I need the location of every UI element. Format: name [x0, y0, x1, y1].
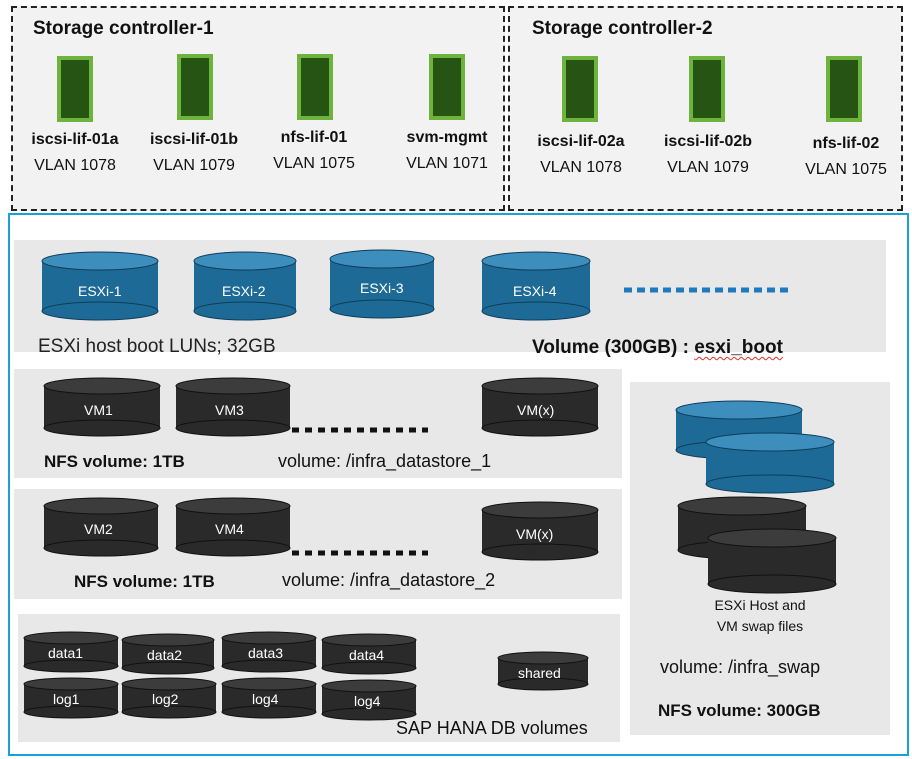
- lif-name: svm-mgmt: [406, 129, 488, 146]
- storage-controller-2: Storage controller-2 iscsi-lif-02a VLAN …: [508, 6, 903, 211]
- hana-data-disk-icon: [321, 633, 417, 675]
- vm-label: VM(x): [516, 526, 554, 542]
- lif-port-icon: [826, 56, 862, 122]
- lun-label: ESXi-4: [513, 283, 557, 299]
- lif-vlan: VLAN 1079: [667, 159, 749, 176]
- hana-log-label: log2: [152, 691, 179, 707]
- hana-log-disk-icon: [221, 677, 317, 719]
- lun-cylinder-icon: [41, 251, 159, 321]
- datastore-1-volume: volume: /infra_datastore_1: [278, 451, 492, 471]
- boot-volume-name: esxi_boot: [694, 337, 783, 358]
- swap-disk-icon: [705, 432, 835, 494]
- vm-label: VM3: [215, 402, 244, 418]
- hana-log-label: log1: [53, 691, 80, 707]
- storage-controller-1: Storage controller-1 iscsi-lif-01a VLAN …: [11, 6, 505, 211]
- lif-vlan: VLAN 1075: [273, 155, 355, 172]
- datastore-2-volume: volume: /infra_datastore_2: [282, 570, 496, 590]
- vm-disk-icon: [175, 497, 291, 557]
- hana-data-disk-icon: [121, 633, 215, 675]
- hana-data-label: data3: [248, 645, 284, 661]
- datastore-1-size: NFS volume: 1TB: [44, 452, 185, 471]
- lif-name: nfs-lif-02: [812, 135, 880, 152]
- vm-disk-icon: [43, 377, 161, 437]
- vm-disk-icon: [43, 497, 159, 557]
- swap-caption-line1: ESXi Host and: [714, 597, 806, 613]
- boot-lun-caption: ESXi host boot LUNs; 32GB: [38, 336, 276, 357]
- lif-name: iscsi-lif-02b: [663, 133, 753, 150]
- lif-name: iscsi-lif-02a: [537, 133, 625, 150]
- swap-volume: volume: /infra_swap: [660, 657, 821, 677]
- lun-cylinder-icon: [329, 249, 435, 319]
- lun-cylinder-icon: [193, 251, 297, 321]
- vm-label: VM2: [84, 521, 113, 537]
- lif-port-icon: [57, 56, 93, 122]
- vm-disk-icon: [175, 377, 291, 437]
- vm-label: VM(x): [517, 402, 555, 418]
- hana-data-label: data2: [147, 647, 183, 663]
- hana-data-disk-icon: [221, 631, 317, 673]
- hana-log-disk-icon: [321, 679, 417, 721]
- vm-disk-icon: [481, 377, 599, 437]
- hana-log-disk-icon: [121, 677, 217, 719]
- lif-port-icon: [689, 56, 725, 122]
- swap-size: NFS volume: 300GB: [658, 701, 821, 720]
- lun-label: ESXi-3: [360, 280, 404, 296]
- swap-disk-icon: [707, 528, 837, 594]
- hana-log-label: log4: [252, 691, 279, 707]
- lun-label: ESXi-2: [222, 283, 266, 299]
- hana-shared-disk-icon: [497, 651, 589, 691]
- boot-volume-size: Volume (300GB) :: [532, 337, 695, 358]
- lif-vlan: VLAN 1075: [805, 161, 887, 178]
- lif-name: iscsi-lif-01a: [31, 131, 119, 148]
- controller-title: Storage controller-1: [33, 18, 214, 39]
- controller-title: Storage controller-2: [532, 18, 713, 39]
- swap-caption-line2: VM swap files: [716, 618, 804, 634]
- boot-volume-label: Volume (300GB) : esxi_boot: [532, 337, 783, 359]
- lif-port-icon: [177, 54, 213, 120]
- hana-log-disk-icon: [23, 677, 119, 719]
- vm-disk-icon: [481, 501, 599, 561]
- boot-lun-panel: [14, 240, 886, 352]
- hana-shared-label: shared: [518, 665, 561, 681]
- lun-label: ESXi-1: [78, 283, 122, 299]
- vm-label: VM1: [84, 402, 113, 418]
- lif-name: nfs-lif-01: [280, 129, 348, 146]
- lif-vlan: VLAN 1079: [153, 157, 235, 174]
- hana-data-label: data4: [349, 647, 385, 663]
- lif-vlan: VLAN 1078: [540, 159, 622, 176]
- lif-port-icon: [562, 56, 598, 122]
- vm-label: VM4: [215, 521, 244, 537]
- lif-port-icon: [297, 54, 333, 120]
- lif-name: iscsi-lif-01b: [149, 131, 239, 148]
- lif-port-icon: [429, 54, 465, 120]
- lun-cylinder-icon: [481, 251, 591, 321]
- hana-data-disk-icon: [23, 631, 119, 673]
- lif-vlan: VLAN 1071: [406, 155, 488, 172]
- datastore-2-size: NFS volume: 1TB: [74, 572, 215, 591]
- hana-log-label: log4: [354, 693, 381, 709]
- hana-caption: SAP HANA DB volumes: [396, 718, 588, 738]
- hana-data-label: data1: [48, 645, 84, 661]
- lif-vlan: VLAN 1078: [34, 157, 116, 174]
